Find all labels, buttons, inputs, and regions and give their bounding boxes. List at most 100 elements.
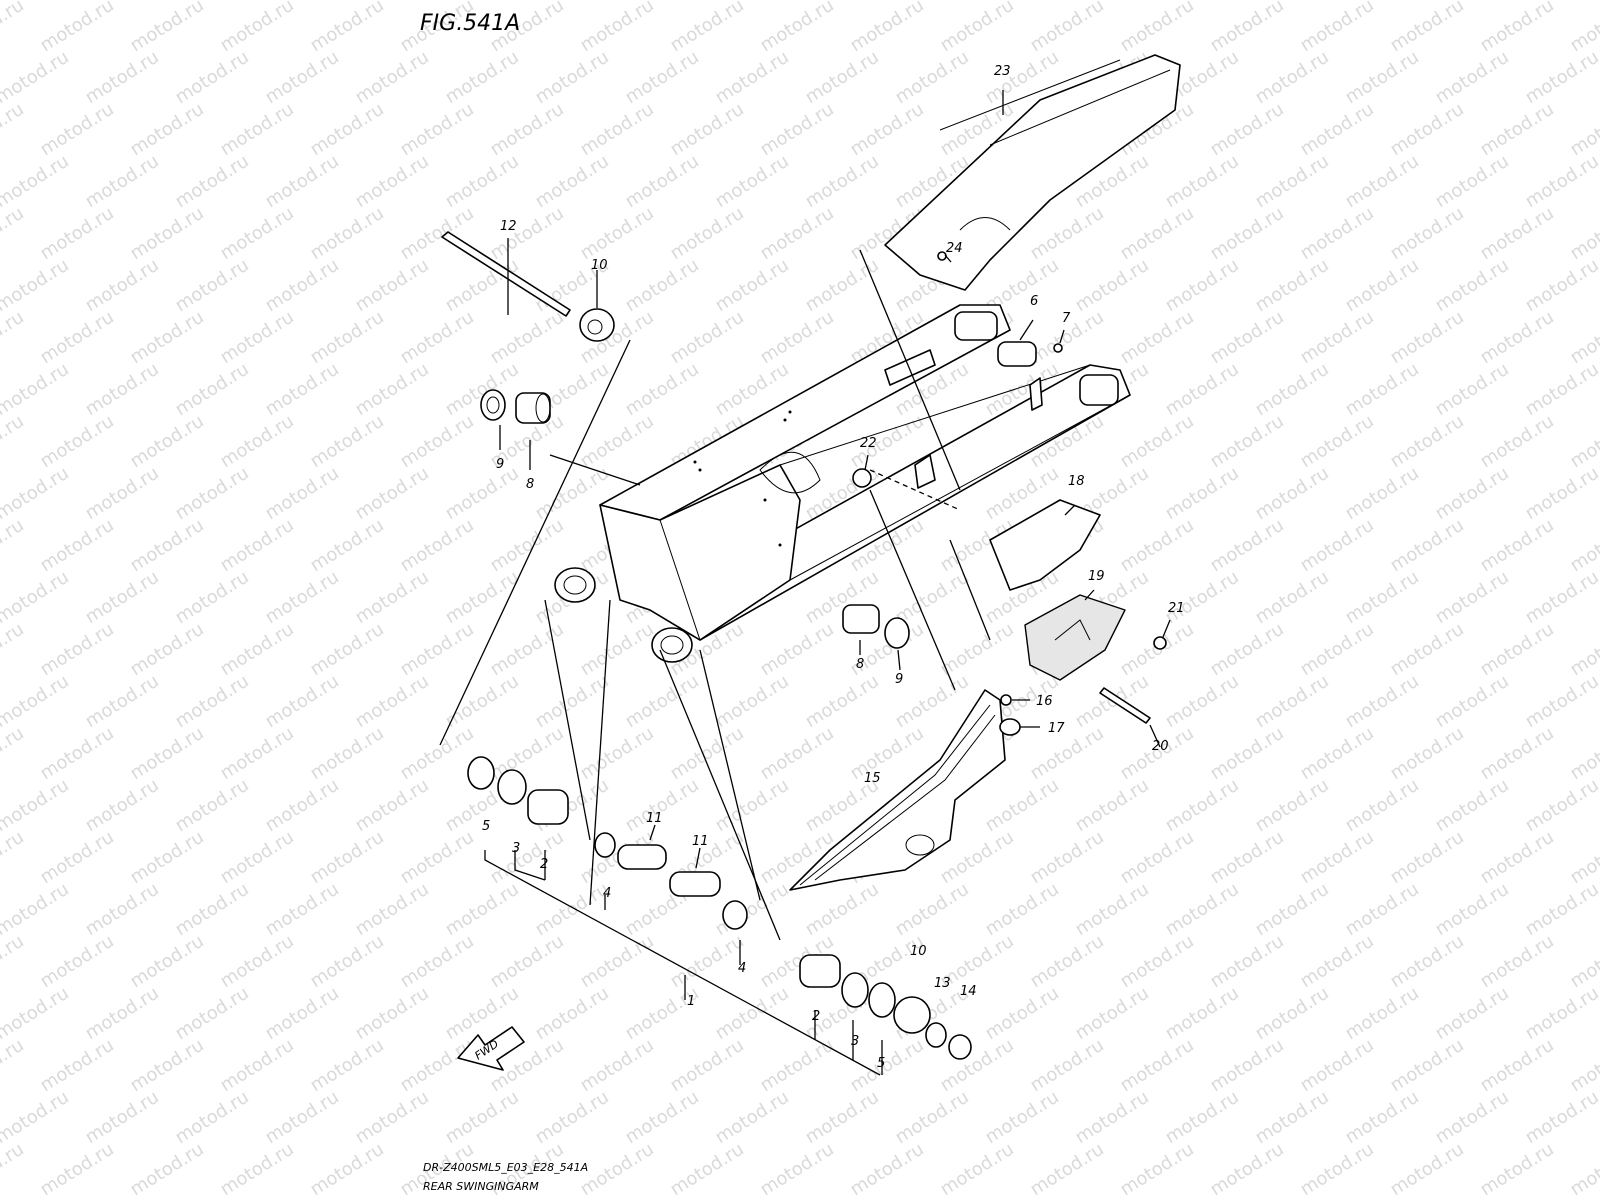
watermark-text: motod.ru xyxy=(712,983,793,1045)
watermark-text: motod.ru xyxy=(397,411,478,473)
watermark-text: motod.ru xyxy=(802,1087,883,1149)
watermark-text: motod.ru xyxy=(1207,1139,1288,1200)
watermark-text: motod.ru xyxy=(1342,1087,1423,1149)
watermark-text: motod.ru xyxy=(937,0,1018,56)
watermark-text: motod.ru xyxy=(1207,515,1288,577)
watermark-text: motod.ru xyxy=(1342,151,1423,213)
callout-3a: 3 xyxy=(512,841,520,856)
watermark-text: motod.ru xyxy=(0,619,28,681)
watermark-text: motod.ru xyxy=(1342,359,1423,421)
callout-8b: 8 xyxy=(856,657,864,672)
watermark-text: motod.ru xyxy=(262,359,343,421)
watermark-text: motod.ru xyxy=(1342,463,1423,525)
watermark-text: motod.ru xyxy=(1522,567,1600,629)
callout-22: 22 xyxy=(860,436,877,451)
watermark-text: motod.ru xyxy=(127,827,208,889)
watermark-text: motod.ru xyxy=(1522,463,1600,525)
watermark-text: motod.ru xyxy=(712,671,793,733)
watermark-text: motod.ru xyxy=(442,255,523,317)
callout-2a: 2 xyxy=(540,857,548,872)
watermark-text: motod.ru xyxy=(307,931,388,993)
watermark-text: motod.ru xyxy=(1567,99,1600,161)
watermark-text: motod.ru xyxy=(217,1139,298,1200)
watermark-text: motod.ru xyxy=(892,567,973,629)
watermark-text: motod.ru xyxy=(397,827,478,889)
callout-4a: 4 xyxy=(603,886,611,901)
watermark-text: motod.ru xyxy=(1567,203,1600,265)
watermark-text: motod.ru xyxy=(262,671,343,733)
watermark-text: motod.ru xyxy=(217,0,298,56)
watermark-text: motod.ru xyxy=(1207,99,1288,161)
watermark-text: motod.ru xyxy=(577,1139,658,1200)
watermark-text: motod.ru xyxy=(1162,775,1243,837)
watermark-text: motod.ru xyxy=(37,0,118,56)
watermark-text: motod.ru xyxy=(397,1035,478,1097)
callout-5a: 5 xyxy=(482,819,490,834)
watermark-text: motod.ru xyxy=(1432,567,1513,629)
watermark-text: motod.ru xyxy=(577,203,658,265)
watermark-text: motod.ru xyxy=(172,671,253,733)
watermark-text: motod.ru xyxy=(802,151,883,213)
watermark-text: motod.ru xyxy=(307,1035,388,1097)
watermark-text: motod.ru xyxy=(217,931,298,993)
watermark-text: motod.ru xyxy=(1297,931,1378,993)
watermark-text: motod.ru xyxy=(0,151,73,213)
fwd-arrow: FWD xyxy=(457,1026,525,1071)
callout-labels: 1 2 2 3 3 4 4 5 5 6 7 8 8 9 9 10 10 11 1… xyxy=(482,64,1185,1071)
watermark-text: motod.ru xyxy=(262,1087,343,1149)
chain-adjuster xyxy=(989,499,1126,681)
watermark-text: motod.ru xyxy=(0,47,73,109)
watermark-text: motod.ru xyxy=(37,203,118,265)
watermark-text: motod.ru xyxy=(1567,411,1600,473)
watermark-text: motod.ru xyxy=(1387,931,1468,993)
watermark-text: motod.ru xyxy=(82,879,163,941)
watermark-text: motod.ru xyxy=(577,99,658,161)
watermark-text: motod.ru xyxy=(622,255,703,317)
watermark-text: motod.ru xyxy=(757,619,838,681)
watermark-text: motod.ru xyxy=(442,463,523,525)
watermark-text: motod.ru xyxy=(82,151,163,213)
watermark-text: motod.ru xyxy=(397,931,478,993)
watermark-text: motod.ru xyxy=(982,879,1063,941)
watermark-text: motod.ru xyxy=(172,983,253,1045)
watermark-text: motod.ru xyxy=(757,307,838,369)
watermark-text: motod.ru xyxy=(0,0,28,56)
callout-19: 19 xyxy=(1088,569,1105,584)
watermark-text: motod.ru xyxy=(982,983,1063,1045)
watermark-text: motod.ru xyxy=(1297,827,1378,889)
watermark-text: motod.ru xyxy=(1207,411,1288,473)
watermark-text: motod.ru xyxy=(1342,775,1423,837)
watermark-text: motod.ru xyxy=(937,1139,1018,1200)
watermark-text: motod.ru xyxy=(757,723,838,785)
watermark-text: motod.ru xyxy=(1252,671,1333,733)
watermark-text: motod.ru xyxy=(1162,567,1243,629)
watermark-text: motod.ru xyxy=(1117,827,1198,889)
watermark-text: motod.ru xyxy=(82,463,163,525)
watermark-text: motod.ru xyxy=(1072,983,1153,1045)
watermark-text: motod.ru xyxy=(1477,619,1558,681)
watermark-text: motod.ru xyxy=(0,931,28,993)
watermark-text: motod.ru xyxy=(1432,47,1513,109)
watermark-text: motod.ru xyxy=(0,463,73,525)
watermark-text: motod.ru xyxy=(757,203,838,265)
watermark-text: motod.ru xyxy=(1477,99,1558,161)
watermark-text: motod.ru xyxy=(1477,411,1558,473)
watermark-text: motod.ru xyxy=(442,151,523,213)
watermark-text: motod.ru xyxy=(1027,931,1108,993)
callout-6: 6 xyxy=(1030,294,1038,309)
watermark-text: motod.ru xyxy=(1027,0,1108,56)
watermark-text: motod.ru xyxy=(0,827,28,889)
watermark-text: motod.ru xyxy=(217,1035,298,1097)
watermark-text: motod.ru xyxy=(667,99,748,161)
watermark-text: motod.ru xyxy=(1252,47,1333,109)
watermark-text: motod.ru xyxy=(667,0,748,56)
watermark-text: motod.ru xyxy=(1387,723,1468,785)
watermark-text: motod.ru xyxy=(397,515,478,577)
watermark-text: motod.ru xyxy=(1567,307,1600,369)
watermark-text: motod.ru xyxy=(847,723,928,785)
watermark-text: motod.ru xyxy=(1477,1035,1558,1097)
watermark-text: motod.ru xyxy=(127,515,208,577)
watermark-text: motod.ru xyxy=(532,47,613,109)
watermark-text: motod.ru xyxy=(1477,1139,1558,1200)
watermark-text: motod.ru xyxy=(0,879,73,941)
